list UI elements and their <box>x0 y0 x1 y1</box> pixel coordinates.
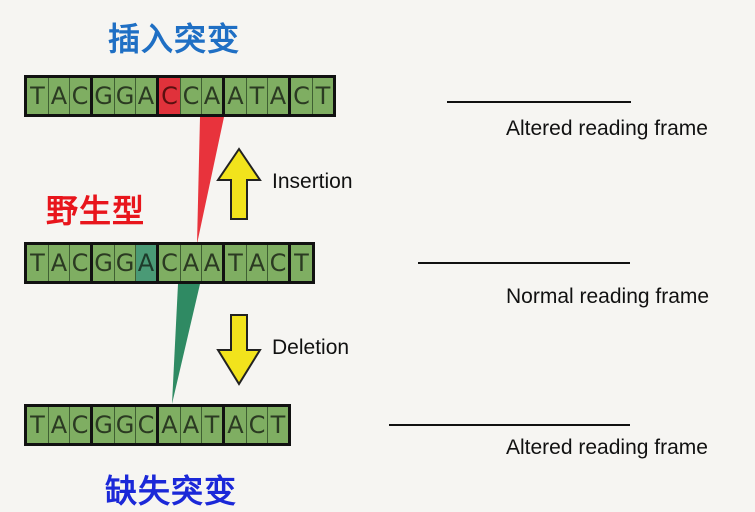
base: C <box>291 78 312 114</box>
frame-line-middle <box>418 262 630 264</box>
base: A <box>225 78 246 114</box>
base: A <box>159 407 180 443</box>
frame-line-bottom <box>389 424 630 426</box>
base: T <box>225 245 246 281</box>
base: T <box>291 245 312 281</box>
base: C <box>135 407 156 443</box>
base: G <box>93 245 114 281</box>
frame-label-bottom: Altered reading frame <box>506 436 708 459</box>
deletion-title: 缺失突变 <box>105 472 238 510</box>
base: T <box>27 407 48 443</box>
base: A <box>135 245 156 281</box>
base: C <box>159 245 180 281</box>
base: C <box>180 78 201 114</box>
base: C <box>69 407 90 443</box>
base: G <box>114 78 135 114</box>
base: T <box>27 245 48 281</box>
deletion-label: Deletion <box>272 336 350 359</box>
frame-line-top <box>447 101 631 103</box>
base: A <box>180 245 201 281</box>
base: A <box>135 78 156 114</box>
base: A <box>201 78 222 114</box>
base: A <box>267 78 288 114</box>
codon: T <box>288 245 312 281</box>
insertion-title: 插入突变 <box>108 20 241 58</box>
base: A <box>48 407 69 443</box>
insertion-wedge <box>197 117 224 244</box>
base: A <box>180 407 201 443</box>
base: G <box>114 407 135 443</box>
insertion-arrow-up-icon <box>216 147 262 220</box>
base: T <box>267 407 288 443</box>
base: C <box>267 245 288 281</box>
base: A <box>48 78 69 114</box>
insertion-label: Insertion <box>272 170 353 193</box>
base: C <box>246 407 267 443</box>
base: T <box>27 78 48 114</box>
base: G <box>93 78 114 114</box>
base: A <box>225 407 246 443</box>
wild-type-title: 野生型 <box>46 192 146 230</box>
base: G <box>114 245 135 281</box>
base: C <box>69 78 90 114</box>
base: C <box>159 78 180 114</box>
base: A <box>246 245 267 281</box>
deletion-wedge <box>172 284 200 404</box>
base: A <box>48 245 69 281</box>
frame-label-top: Altered reading frame <box>506 117 708 140</box>
base: A <box>201 245 222 281</box>
base: T <box>246 78 267 114</box>
base: C <box>69 245 90 281</box>
frame-label-middle: Normal reading frame <box>506 285 710 308</box>
base: G <box>93 407 114 443</box>
base: T <box>312 78 333 114</box>
deletion-arrow-down-icon <box>216 314 262 386</box>
base: T <box>201 407 222 443</box>
